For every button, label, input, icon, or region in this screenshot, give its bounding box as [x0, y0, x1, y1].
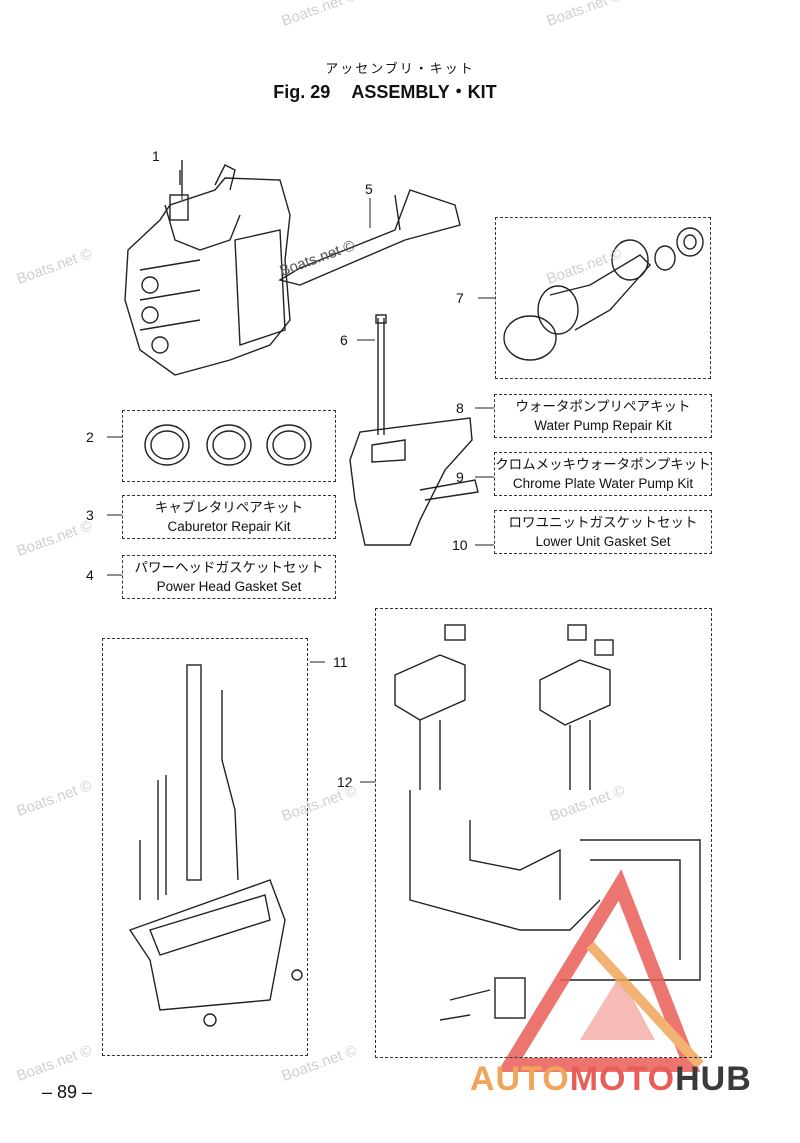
kit-9-jp: クロムメッキウォータポンプキット: [495, 457, 711, 472]
power-head-drawing: [124, 160, 291, 376]
callout-5: 5: [365, 181, 373, 197]
callout-8: 8: [456, 400, 464, 416]
kit-11-box: [102, 638, 308, 1056]
callout-1: 1: [152, 148, 160, 164]
drive-shaft-housing-drawing: [278, 189, 461, 286]
leader-lines: [107, 165, 495, 783]
brand-part-2: MOTO: [569, 1060, 676, 1098]
kit-10-en: Lower Unit Gasket Set: [535, 534, 671, 549]
kit-9-en: Chrome Plate Water Pump Kit: [512, 476, 694, 491]
logo-mark: [497, 869, 704, 1072]
title-japanese: アッセンブリ・キット: [325, 61, 475, 76]
piston-rings-drawing: [144, 424, 312, 466]
kit-7-box: [495, 217, 711, 379]
figure-name: ASSEMBLY・KIT: [351, 82, 497, 102]
kit-8-jp: ウォータポンプリペアキット: [515, 399, 691, 414]
kit-3-jp: キャブレタリペアキット: [154, 500, 304, 515]
kit-10-label: ロワユニットガスケットセット Lower Unit Gasket Set: [494, 510, 712, 554]
callout-7: 7: [456, 290, 464, 306]
callout-11: 11: [333, 654, 348, 670]
callout-9: 9: [456, 469, 464, 485]
kit-10-jp: ロワユニットガスケットセット: [508, 515, 698, 530]
figure-title: Fig. 29 ASSEMBLY・KIT: [0, 78, 770, 104]
kit-8-en: Water Pump Repair Kit: [534, 418, 672, 433]
lower-unit-drawing: [349, 314, 479, 546]
kit-4-label: パワーヘッドガスケットセット Power Head Gasket Set: [122, 555, 336, 599]
callout-12: 12: [337, 774, 353, 790]
kit-4-en: Power Head Gasket Set: [156, 579, 302, 594]
callout-4: 4: [86, 567, 94, 583]
callout-6: 6: [340, 332, 348, 348]
callout-3: 3: [86, 507, 94, 523]
figure-number: Fig. 29: [273, 82, 331, 102]
kit-2-box: [122, 410, 336, 482]
brand-part-1: AUTO: [470, 1060, 570, 1098]
kit-9-label: クロムメッキウォータポンプキット Chrome Plate Water Pump…: [494, 452, 712, 496]
brand-logo: AUTOMOTOHUB: [470, 1060, 752, 1099]
shaft-housing-drawing: [128, 664, 303, 1027]
callout-10: 10: [452, 537, 468, 553]
kit-8-label: ウォータポンプリペアキット Water Pump Repair Kit: [494, 394, 712, 438]
brand-part-3: HUB: [675, 1060, 752, 1098]
kit-4-jp: パワーヘッドガスケットセット: [134, 560, 324, 575]
page-number: – 89 –: [42, 1082, 93, 1102]
kit-3-en: Caburetor Repair Kit: [167, 519, 291, 534]
kit-12-box: [375, 608, 712, 1058]
kit-3-label: キャブレタリペアキット Caburetor Repair Kit: [122, 495, 336, 539]
callout-2: 2: [86, 429, 94, 445]
remote-control-drawing: [394, 624, 701, 1021]
water-pump-drawing: [503, 227, 704, 361]
